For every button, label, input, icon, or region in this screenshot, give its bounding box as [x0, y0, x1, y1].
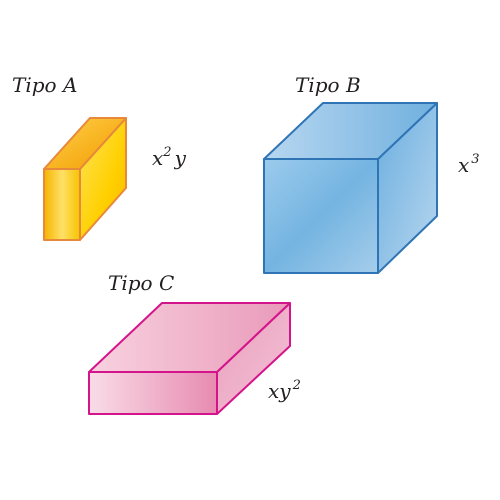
- block-c-front-face: [88, 371, 218, 415]
- block-b-title: Tipo B: [295, 73, 361, 97]
- block-c-title: Tipo C: [108, 271, 174, 295]
- block-a-title: Tipo A: [12, 73, 77, 97]
- block-b-front-face: [263, 158, 379, 274]
- block-a-front-face: [43, 168, 81, 241]
